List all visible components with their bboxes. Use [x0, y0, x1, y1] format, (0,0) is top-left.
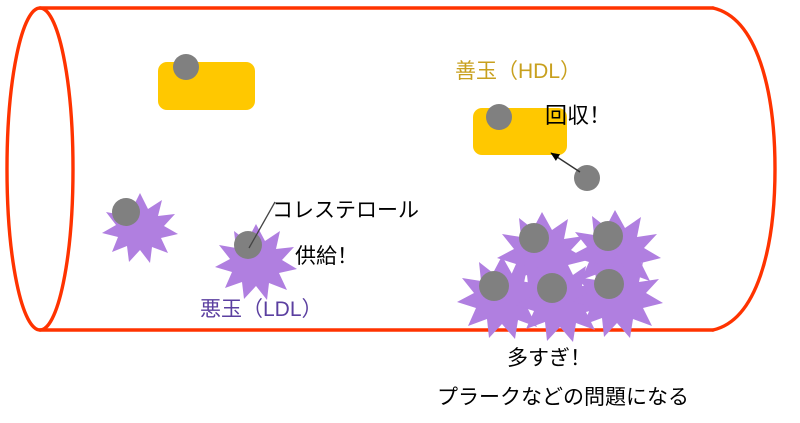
free-cholesterol-dot	[574, 165, 600, 191]
cholesterol-dot	[593, 221, 623, 251]
cholesterol-dot	[519, 223, 549, 253]
ldl-plaque-cluster	[457, 210, 663, 342]
cholesterol-dot	[173, 54, 199, 80]
ldl-plaque-5	[572, 255, 663, 338]
vessel-right-end	[711, 6, 777, 332]
hdl-box	[158, 62, 255, 110]
cholesterol-dot	[479, 271, 509, 301]
collect-arrow	[550, 152, 581, 173]
plaque-label: プラークなどの問題になる	[437, 386, 689, 409]
ldl-star	[102, 193, 178, 263]
cholesterol-label: コレステロール	[272, 199, 419, 222]
cholesterol-dot	[537, 273, 567, 303]
cholesterol-leader-line	[248, 201, 276, 249]
ldl-star	[572, 255, 663, 338]
cholesterol-dot	[112, 198, 140, 226]
cholesterol-dot	[234, 231, 262, 259]
hdl-particle-right	[473, 104, 567, 155]
collect-label: 回収！	[545, 103, 612, 128]
hdl-label: 善玉（HDL）	[455, 60, 582, 83]
ldl-particle-upper-left	[102, 193, 178, 263]
cholesterol-dot	[486, 104, 512, 130]
ldl-label: 悪玉（LDL）	[200, 298, 323, 321]
too-many-label: 多すぎ！	[507, 347, 591, 370]
vessel-left-opening	[5, 6, 75, 332]
blood-vessel-tube	[5, 6, 777, 332]
cholesterol-dot	[594, 269, 624, 299]
hdl-particle-left	[158, 54, 255, 110]
supply-label: 供給！	[295, 245, 358, 268]
